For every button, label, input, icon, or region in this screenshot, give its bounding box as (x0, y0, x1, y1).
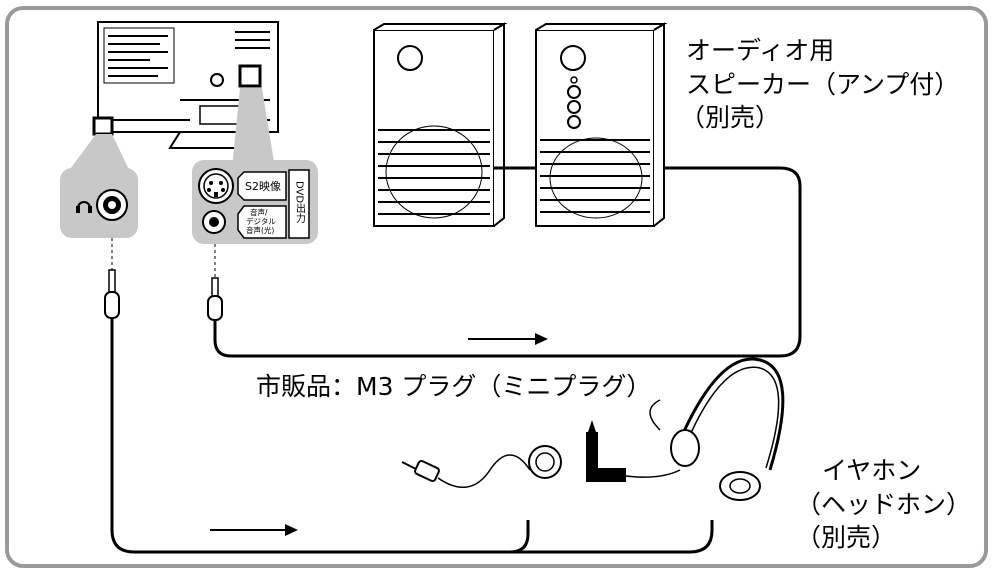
tv-headphone-port-marker (92, 116, 114, 136)
audio-label-1: 音声/ (250, 207, 268, 217)
dvd-output-callout: S2映像 音声/ デジタル 音声(光) DVD出力 (192, 88, 318, 244)
speaker-cable (207, 166, 802, 358)
tv-dvd-port-marker (238, 64, 262, 88)
earphone-label-line1: イヤホン (822, 456, 922, 485)
earphone-cable (104, 238, 714, 554)
headphone-icon (76, 201, 92, 213)
earphone-label-line2: （ヘッドホン） (796, 490, 972, 519)
plug-label: 市販品：M3 プラグ（ミニプラグ） (256, 372, 652, 401)
svideo-jack-icon (198, 168, 234, 204)
arrow-right-icon (468, 333, 548, 345)
audio-label-2: デジタル (246, 216, 276, 226)
speaker-label-line2: スピーカー（アンプ付） (686, 70, 960, 99)
speaker-right (535, 22, 668, 227)
headphone-jack-callout (60, 134, 138, 238)
headphone (586, 357, 785, 501)
audio-jack-icon (202, 210, 226, 234)
outer-frame (5, 6, 988, 568)
arrow-right-icon (210, 524, 298, 536)
speaker-left (373, 22, 508, 227)
dvd-output-label: DVD出力 (294, 181, 306, 224)
earphone (401, 445, 562, 489)
audio-label-3: 音声(光) (246, 225, 274, 235)
speaker-label-line3: （別売） (680, 103, 781, 132)
earphone-label-line3: （別売） (796, 523, 897, 552)
speaker-label-line1: オーディオ用 (686, 36, 835, 65)
s2-video-label: S2映像 (245, 180, 281, 193)
